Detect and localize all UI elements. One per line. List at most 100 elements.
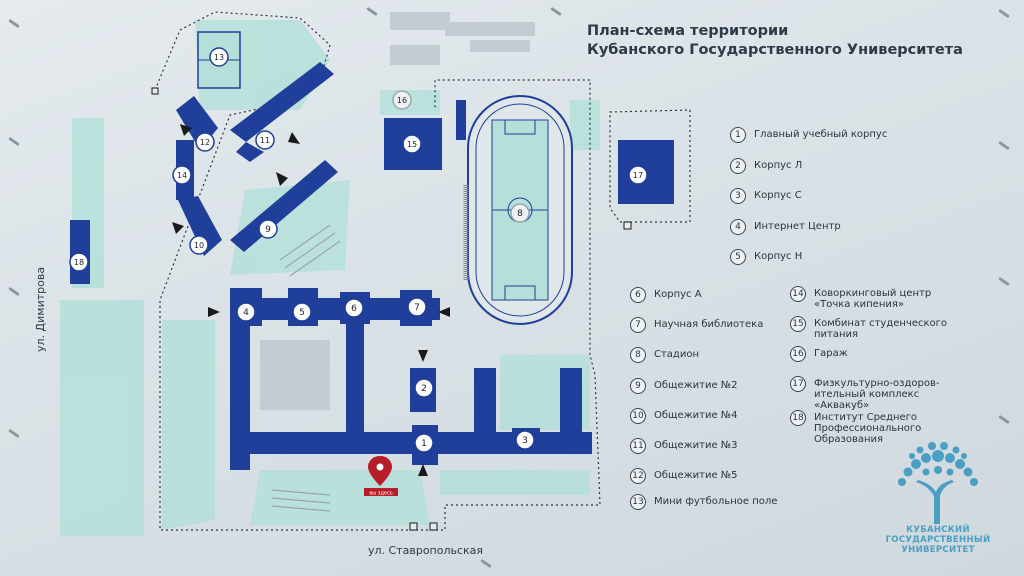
legend-label-line: Профессионального bbox=[814, 423, 922, 434]
stadium-track-lane bbox=[475, 103, 565, 317]
building-number-circle bbox=[414, 378, 434, 398]
building-number-label: 16 bbox=[397, 96, 407, 105]
arrow-icon bbox=[208, 307, 220, 317]
parking-line bbox=[284, 232, 336, 269]
background-building bbox=[260, 340, 330, 410]
building-number-label: 13 bbox=[214, 53, 224, 62]
map-pin-icon bbox=[368, 456, 392, 486]
legend-item: 10 Общежитие №4 bbox=[630, 408, 738, 424]
legend-label: Физкультурно-оздоров- ительный комплекс … bbox=[814, 376, 939, 411]
building-number-circle bbox=[189, 235, 209, 255]
legend-item: 17 Физкультурно-оздоров- ительный компле… bbox=[790, 376, 939, 411]
arrow-icon bbox=[418, 464, 428, 476]
legend-label: Общежитие №5 bbox=[654, 470, 738, 481]
legend-label-line: «Точка кипения» bbox=[814, 299, 904, 310]
background-building bbox=[470, 40, 530, 52]
legend-label: Научная библиотека bbox=[654, 319, 764, 330]
legend-number: 7 bbox=[630, 317, 646, 333]
parking-line bbox=[271, 505, 331, 512]
building-number-label: 5 bbox=[299, 308, 305, 318]
building-number-circle bbox=[172, 165, 192, 185]
legend-label-line: питания bbox=[814, 329, 859, 340]
building-number-circle bbox=[392, 90, 412, 110]
building-number-label: 10 bbox=[194, 241, 204, 250]
legend-label-line: Коворкинговый центр bbox=[814, 288, 932, 299]
building-number-circle bbox=[510, 203, 530, 223]
tree-logo-icon bbox=[898, 442, 978, 524]
green-area bbox=[162, 320, 215, 530]
arrow-icon bbox=[276, 172, 288, 186]
legend-item: 12 Общежитие №5 bbox=[630, 468, 738, 484]
legend-item: 7 Научная библиотека bbox=[630, 317, 763, 333]
boundary-line bbox=[609, 109, 691, 223]
legend-number: 14 bbox=[790, 286, 806, 302]
background-building bbox=[390, 45, 440, 65]
building-11-end bbox=[236, 142, 264, 162]
legend-label: Корпус С bbox=[754, 190, 802, 201]
building-number-label: 15 bbox=[407, 140, 417, 149]
legend-number: 5 bbox=[730, 249, 746, 265]
entrance-arrows bbox=[172, 124, 450, 476]
legend-item: 4 Интернет Центр bbox=[730, 219, 841, 235]
parking-line bbox=[289, 240, 341, 277]
building-number-circle bbox=[258, 219, 278, 239]
building-number-circle bbox=[515, 430, 535, 450]
building-number-label: 6 bbox=[351, 304, 357, 314]
legend-item: 6 Корпус А bbox=[630, 287, 702, 303]
legend-item: 18 Институт Среднего Профессионального О… bbox=[790, 410, 921, 445]
parking-line bbox=[271, 489, 331, 496]
legend-number: 13 bbox=[630, 494, 646, 510]
building-row-top bbox=[230, 298, 440, 320]
legend-number: 17 bbox=[790, 376, 806, 392]
legend-number: 3 bbox=[730, 188, 746, 204]
building-11 bbox=[230, 62, 334, 142]
green-area bbox=[250, 470, 430, 525]
building-number-label: 8 bbox=[517, 209, 523, 219]
building-number-circle bbox=[414, 433, 434, 453]
street-label-dimitrova: ул. Димитрова bbox=[34, 266, 47, 352]
legend-label-line: Образования bbox=[814, 434, 884, 445]
building-number-circle bbox=[255, 130, 275, 150]
legend-number: 6 bbox=[630, 287, 646, 303]
building-number-label: 4 bbox=[243, 308, 249, 318]
green-area bbox=[570, 100, 600, 150]
gate-icon bbox=[623, 221, 632, 230]
legend-item: 1 Главный учебный корпус bbox=[730, 127, 887, 143]
arrow-icon bbox=[438, 307, 450, 317]
building-number-label: 2 bbox=[421, 384, 427, 394]
street-label-stavropolskaya: ул. Ставропольская bbox=[368, 544, 484, 557]
penalty-box bbox=[504, 119, 536, 135]
building-6-wing bbox=[346, 320, 364, 435]
university-name: КУБАНСКИЙ ГОСУДАРСТВЕННЫЙ УНИВЕРСИТЕТ bbox=[872, 525, 1004, 555]
legend-label-line: Комбинат студенческого bbox=[814, 318, 948, 329]
map-title: План-схема территории Кубанского Государ… bbox=[587, 22, 963, 60]
legend-label-line: ительный комплекс bbox=[814, 389, 920, 400]
legend-label: Интернет Центр bbox=[754, 221, 841, 232]
university-name-line: УНИВЕРСИТЕТ bbox=[901, 545, 975, 555]
green-area bbox=[230, 180, 350, 275]
legend-item: 8 Стадион bbox=[630, 347, 699, 363]
legend-label: Общежитие №2 bbox=[654, 380, 738, 391]
building-18 bbox=[70, 220, 90, 284]
legend-label: Комбинат студенческого питания bbox=[814, 316, 947, 340]
building-number-circle bbox=[195, 132, 215, 152]
arrow-icon bbox=[418, 350, 428, 362]
legend-number: 2 bbox=[730, 158, 746, 174]
legend-item: 13 Мини футбольное поле bbox=[630, 494, 777, 510]
legend-label: Главный учебный корпус bbox=[754, 129, 888, 140]
legend-label: Корпус А bbox=[654, 289, 702, 300]
building-number-label: 11 bbox=[260, 136, 270, 145]
legend-label: Корпус Л bbox=[754, 160, 803, 171]
background-building bbox=[445, 22, 535, 36]
legend-label: Гараж bbox=[814, 348, 848, 359]
building-number-circle bbox=[402, 134, 422, 154]
legend-label: Коворкинговый центр «Точка кипения» bbox=[814, 286, 931, 310]
building-4-wing bbox=[230, 320, 250, 470]
legend-item: 14 Коворкинговый центр «Точка кипения» bbox=[790, 286, 931, 310]
building-number-label: 14 bbox=[177, 171, 187, 180]
building-number-label: 18 bbox=[74, 258, 84, 267]
legend-number: 18 bbox=[790, 410, 806, 426]
building-number-circle bbox=[407, 297, 427, 317]
